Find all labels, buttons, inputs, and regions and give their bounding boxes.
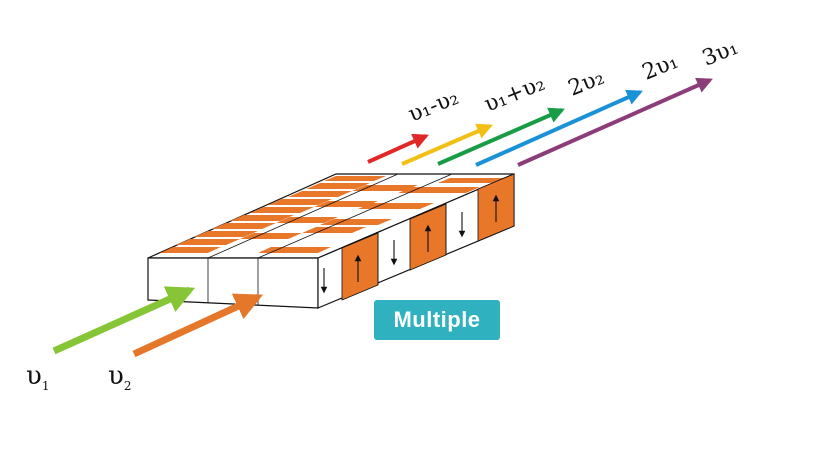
polarization-arrows bbox=[320, 194, 500, 294]
input-labels: υ1 υ2 bbox=[26, 361, 131, 393]
output-label-3v1: 3υ₁ bbox=[699, 35, 742, 72]
output-beam-sum bbox=[401, 123, 493, 166]
output-label-2v2: 2υ₂ bbox=[565, 65, 608, 102]
input-label-1: υ1 bbox=[26, 361, 49, 393]
output-beam-diff bbox=[367, 133, 429, 164]
input-beam-1 bbox=[52, 286, 196, 355]
output-beam-2v2 bbox=[437, 107, 565, 166]
output-label-diff: υ₁-υ₂ bbox=[405, 85, 462, 128]
output-beam-3v1 bbox=[517, 77, 713, 167]
output-label-sum: υ₁+υ₂ bbox=[481, 71, 549, 118]
top-face-grid bbox=[207, 173, 453, 259]
output-labels: υ₁-υ₂ υ₁+υ₂ 2υ₂ 2υ₁ 3υ₁ bbox=[405, 35, 742, 128]
output-beams bbox=[367, 77, 713, 167]
input-label-2: υ2 bbox=[108, 361, 131, 393]
input-beam-2 bbox=[132, 293, 264, 358]
top-domain-stripes bbox=[160, 176, 508, 253]
crystal-block bbox=[147, 173, 515, 309]
input-beams bbox=[52, 286, 264, 358]
output-beam-2v1 bbox=[475, 89, 643, 167]
multiple-badge: Multiple bbox=[374, 300, 500, 340]
output-label-2v1: 2υ₁ bbox=[639, 49, 682, 86]
